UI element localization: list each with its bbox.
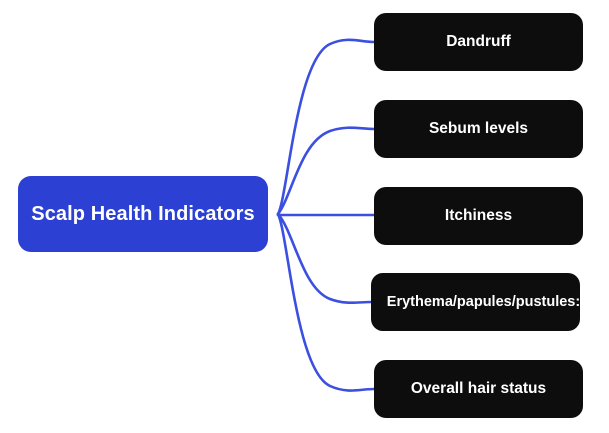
edge-to-erythema: [276, 212, 373, 305]
branch-node-erythema-papules-pustules[interactable]: Erythema/papules/pustules:: [371, 273, 580, 331]
branch-node-sebum-levels[interactable]: Sebum levels: [374, 100, 583, 158]
branch-node-dandruff[interactable]: Dandruff: [374, 13, 583, 71]
branch-node-itchiness[interactable]: Itchiness: [374, 187, 583, 245]
branch-node-label: Itchiness: [444, 207, 513, 225]
edge-to-sebum-levels: [276, 126, 376, 216]
branch-node-overall-hair-status[interactable]: Overall hair status: [374, 360, 583, 418]
edge-to-overall-hair-status: [276, 212, 376, 392]
edge-to-dandruff: [276, 38, 376, 216]
root-node-scalp-health-indicators[interactable]: Scalp Health Indicators: [18, 176, 268, 252]
root-node-label: Scalp Health Indicators: [31, 203, 255, 225]
branch-node-label: Sebum levels: [428, 120, 529, 138]
branch-node-label: Erythema/papules/pustules:: [386, 293, 581, 310]
branch-node-label: Overall hair status: [410, 380, 547, 398]
branch-node-label: Dandruff: [446, 33, 511, 51]
